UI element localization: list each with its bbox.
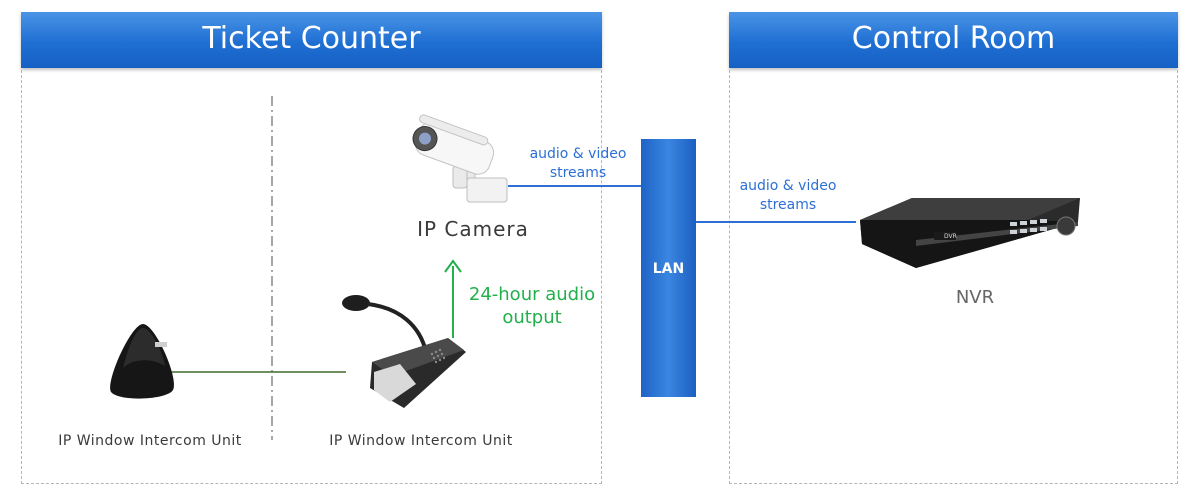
- window-intercom-dome-icon: [110, 324, 174, 399]
- nvr-badge-bg: [934, 232, 956, 240]
- nvr-stream-label-line1: audio & video: [739, 178, 837, 194]
- ip-camera-label: IP Camera: [417, 217, 529, 241]
- ticket-counter-header: Ticket Counter: [21, 12, 602, 68]
- nvr-icon: DVR: [860, 198, 1080, 268]
- dvr-badge: DVR: [944, 233, 957, 240]
- control-room-header: Control Room: [729, 12, 1178, 68]
- audio-output-label-line1: 24-hour audio: [468, 284, 596, 305]
- camera-stream-label-line2: streams: [549, 165, 607, 181]
- audio-output-label-line2: output: [502, 307, 562, 328]
- intercom-right-label: IP Window Intercom Unit: [329, 433, 513, 449]
- nvr-stream-label-line2: streams: [759, 197, 817, 213]
- intercom-left-label: IP Window Intercom Unit: [58, 433, 242, 449]
- lan-label: LAN: [652, 261, 685, 277]
- nvr-label: NVR: [955, 287, 995, 308]
- audio-output-arrowhead: [444, 259, 462, 273]
- lan-switch: LAN: [641, 139, 696, 397]
- ip-camera-icon: [412, 114, 508, 203]
- desk-microphone-intercom-icon: [342, 295, 466, 408]
- camera-stream-label-line1: audio & video: [529, 146, 627, 162]
